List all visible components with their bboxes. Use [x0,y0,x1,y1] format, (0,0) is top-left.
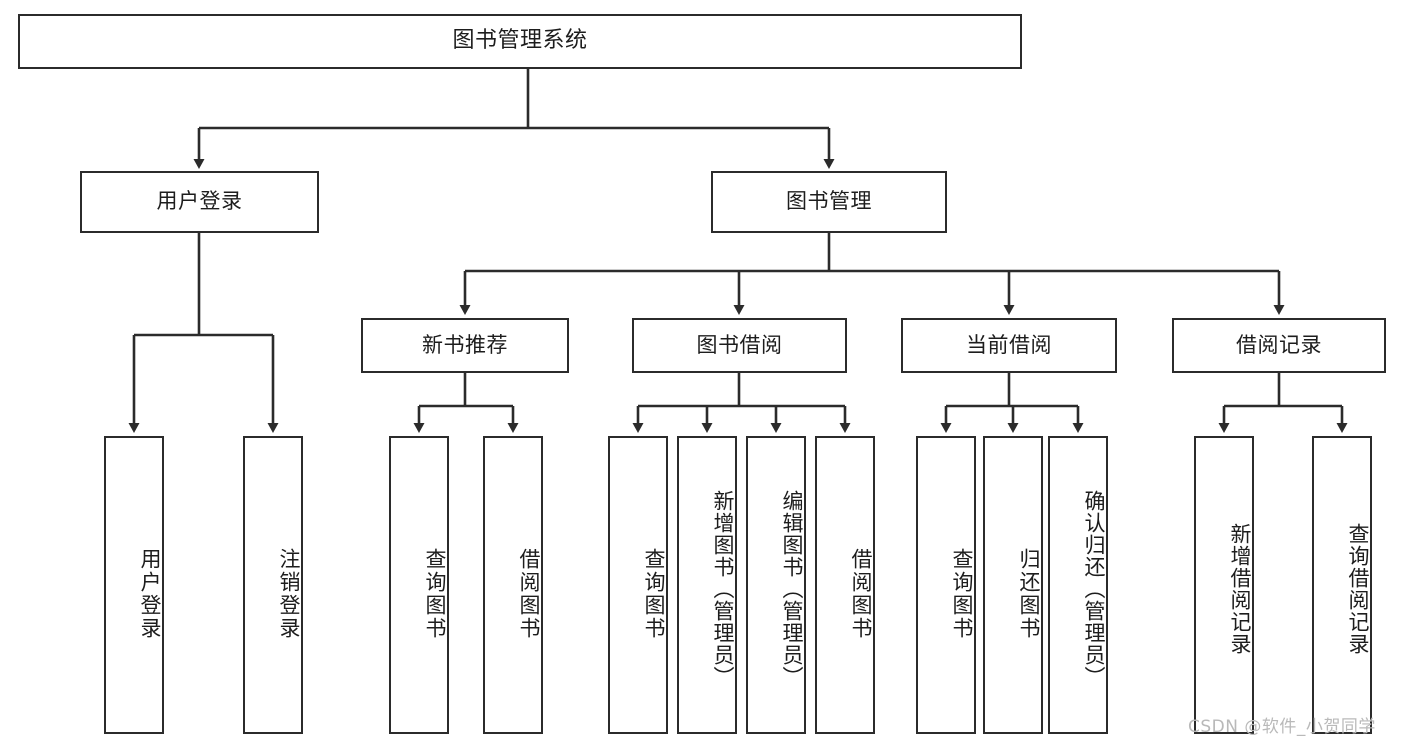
node-book-management-label: 图书管理 [786,189,872,214]
node-leaf-borrow-book[interactable]: 借阅图书 [815,436,875,734]
node-borrow-records-label: 借阅记录 [1236,332,1322,357]
node-book-management[interactable]: 图书管理 [711,171,947,233]
watermark: CSDN @软件_小贺同学 [1188,717,1376,737]
node-leaf-user-login[interactable]: 用户登录 [104,436,164,734]
node-book-borrow[interactable]: 图书借阅 [632,318,847,373]
node-new-book-recommend[interactable]: 新书推荐 [361,318,569,373]
node-user-login-label: 用户登录 [156,189,243,214]
node-leaf-logout[interactable]: 注销登录 [243,436,303,734]
node-leaf-add-borrow-record[interactable]: 新增借阅记录 [1194,436,1254,734]
node-current-borrow-label: 当前借阅 [966,332,1052,357]
node-book-borrow-label: 图书借阅 [696,332,783,357]
node-user-login[interactable]: 用户登录 [80,171,319,233]
node-root-label: 图书管理系统 [452,28,588,54]
node-leaf-borrow-book-recommend[interactable]: 借阅图书 [483,436,543,734]
node-leaf-return-book[interactable]: 归还图书 [983,436,1043,734]
node-leaf-add-book-admin[interactable]: 新增图书（管理员） [677,436,737,734]
node-leaf-confirm-return-admin[interactable]: 确认归还（管理员） [1048,436,1108,734]
node-leaf-query-borrow-record[interactable]: 查询借阅记录 [1312,436,1372,734]
node-root[interactable]: 图书管理系统 [18,14,1022,69]
node-borrow-records[interactable]: 借阅记录 [1172,318,1386,373]
node-leaf-query-book-recommend[interactable]: 查询图书 [389,436,449,734]
node-new-book-recommend-label: 新书推荐 [422,332,508,357]
node-leaf-query-book-current[interactable]: 查询图书 [916,436,976,734]
node-leaf-edit-book-admin[interactable]: 编辑图书（管理员） [746,436,806,734]
node-current-borrow[interactable]: 当前借阅 [901,318,1117,373]
node-leaf-query-book-borrow[interactable]: 查询图书 [608,436,668,734]
